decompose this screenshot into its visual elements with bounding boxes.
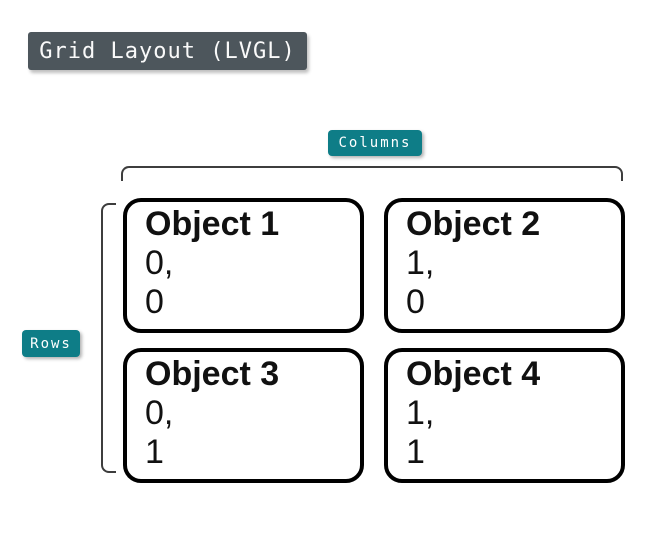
object-4-column-index: 1, [406,394,435,432]
object-3-title: Object 3 [145,355,280,393]
title-badge-label: Grid Layout (LVGL) [39,38,296,64]
object-1-title: Object 1 [145,205,280,243]
title-badge: Grid Layout (LVGL) [28,32,307,70]
rows-label: Rows [30,335,72,352]
grid-cell-object-4: Object 4 1, 1 [384,348,625,483]
object-2-row-index: 0 [406,283,425,321]
object-4-title: Object 4 [406,355,541,393]
object-1-column-index: 0, [145,244,174,282]
object-3-column-index: 0, [145,394,174,432]
grid-cell-object-3: Object 3 0, 1 [123,348,364,483]
object-1-row-index: 0 [145,283,164,321]
object-3-row-index: 1 [145,433,164,471]
columns-label: Columns [338,135,412,151]
columns-label-badge: Columns [328,130,422,156]
rows-bracket [101,203,116,473]
grid-cell-object-1: Object 1 0, 0 [123,198,364,333]
grid-cell-object-2: Object 2 1, 0 [384,198,625,333]
rows-label-badge: Rows [22,330,80,357]
object-grid: Object 1 0, 0 Object 2 1, 0 Object 3 0, … [123,198,625,483]
columns-bracket [121,166,623,181]
object-2-column-index: 1, [406,244,435,282]
object-2-title: Object 2 [406,205,541,243]
object-4-row-index: 1 [406,433,425,471]
